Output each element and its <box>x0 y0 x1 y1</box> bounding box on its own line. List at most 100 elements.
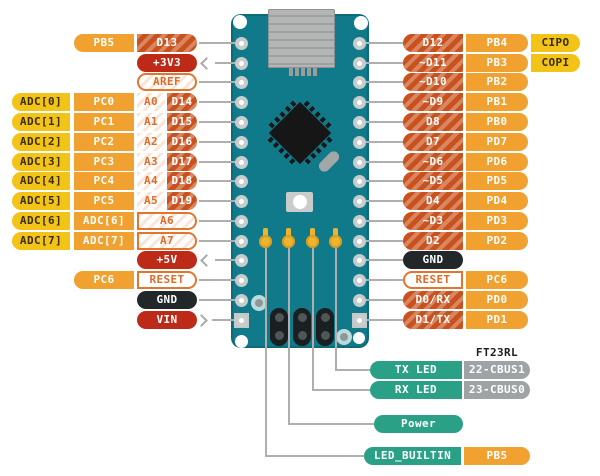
wire <box>199 240 241 242</box>
power-badge: +5V <box>137 251 197 269</box>
wire <box>265 242 267 456</box>
wire <box>199 81 241 83</box>
digital-pin-badge: D8 <box>403 113 463 131</box>
wire <box>265 455 364 457</box>
wire <box>199 279 241 281</box>
pin-row: VIN <box>0 311 600 329</box>
pin-pad <box>353 293 366 307</box>
wire <box>360 200 403 202</box>
analog-pin-badge: A6 <box>137 212 197 230</box>
pin-row: AREF <box>0 73 600 91</box>
gpio-port-badge: PC0 <box>74 93 134 111</box>
led-row: TX LED 22-CBUS1 <box>0 361 600 379</box>
wire <box>360 240 403 242</box>
led-badge: LED_BUILTIN <box>364 447 461 465</box>
pin-pad <box>235 115 248 129</box>
wire <box>360 101 403 103</box>
adc-channel-badge: ADC[5] <box>12 192 70 210</box>
pin-pad <box>353 214 366 228</box>
gpio-port-badge: PB5 <box>464 447 530 465</box>
gpio-port-badge: PC3 <box>74 153 134 171</box>
icsp-header <box>270 308 288 346</box>
led-row: RX LED 23-CBUS0 <box>0 381 600 399</box>
pin-pad <box>235 155 248 169</box>
wire <box>360 319 403 321</box>
pin-pad <box>353 155 366 169</box>
cbus-pin-badge: 22-CBUS1 <box>464 361 530 379</box>
led-pad <box>306 235 319 248</box>
wire <box>288 423 374 425</box>
digital-pin-badge: ~D10 <box>403 73 463 91</box>
wire <box>199 299 241 301</box>
digital-pin-badge: ~D3 <box>403 212 463 230</box>
wire <box>335 369 370 371</box>
led-pad <box>259 235 272 248</box>
analog-pin-badge: A0 <box>137 93 165 111</box>
analog-pin-badge: A2 <box>137 133 165 151</box>
pin-pad <box>235 293 248 307</box>
led-badge: TX LED <box>370 361 462 379</box>
pin-pad <box>353 253 366 267</box>
wire <box>199 161 241 163</box>
pin-pad <box>353 95 366 109</box>
power-badge: VIN <box>137 311 197 329</box>
digital-pin-badge: ~D9 <box>403 93 463 111</box>
pin-pad <box>353 115 366 129</box>
wire <box>215 259 241 261</box>
gpio-port-badge: PB2 <box>466 73 528 91</box>
gpio-port-badge: PB5 <box>74 34 134 52</box>
gpio-port-badge: PD0 <box>466 291 528 309</box>
power-badge: +3V3 <box>137 54 197 72</box>
pin-row: ~D5 PD5 <box>0 172 600 190</box>
pin-pad <box>353 36 366 50</box>
gpio-port-badge: PB1 <box>466 93 528 111</box>
adc-channel-badge: ADC[6] <box>12 212 70 230</box>
led-pad <box>333 228 338 238</box>
pin-pad <box>353 56 366 70</box>
pin-pad <box>235 36 248 50</box>
pin-row: ADC[4] PC4 A4 D18 <box>0 172 600 190</box>
wire <box>360 141 403 143</box>
gpio-port-badge: PC5 <box>74 192 134 210</box>
adc-channel-badge: ADC[3] <box>12 153 70 171</box>
spi-bus-badge: COPI <box>531 54 580 72</box>
gpio-port-badge: PD7 <box>466 133 528 151</box>
wire <box>312 242 314 390</box>
pin-row: ~D10 PB2 <box>0 73 600 91</box>
adc-channel-badge: ADC[0] <box>12 93 70 111</box>
gpio-port-badge: PC2 <box>74 133 134 151</box>
pin-row: ~D9 PB1 <box>0 93 600 111</box>
wire <box>335 242 337 370</box>
analog-pin-badge: A5 <box>137 192 165 210</box>
pin-pad <box>235 75 248 89</box>
gpio-port-badge: PB3 <box>466 54 528 72</box>
spi-bus-badge: CIPO <box>531 34 580 52</box>
led-pad <box>310 228 315 238</box>
pin-row: +3V3 <box>0 54 600 72</box>
analog-pin-badge: A4 <box>137 172 165 190</box>
pin-pad <box>235 214 248 228</box>
gpio-port-badge: PD5 <box>466 172 528 190</box>
led-row: LED_BUILTIN PB5 <box>0 447 600 465</box>
pin-row: GND <box>0 291 600 309</box>
usb-solder-pad <box>295 68 299 76</box>
arduino-board <box>231 14 369 348</box>
usb-solder-pad <box>313 68 317 76</box>
pin-row: ADC[3] PC3 A3 D17 <box>0 153 600 171</box>
pin-pad <box>353 75 366 89</box>
gpio-port-badge: PD2 <box>466 232 528 250</box>
gpio-port-badge: PC6 <box>74 271 134 289</box>
pin-pad <box>353 313 366 327</box>
digital-pin-badge: D19 <box>167 192 197 210</box>
digital-pin-badge: D0/RX <box>403 291 463 309</box>
digital-pin-badge: D4 <box>403 192 463 210</box>
gpio-port-badge: PB4 <box>466 34 528 52</box>
pin-row: ADC[6] ADC[6] A6 <box>0 212 600 230</box>
icsp-header <box>293 308 311 346</box>
usb-solder-pad <box>289 68 293 76</box>
wire <box>212 319 241 321</box>
adc-channel-badge: ADC[7] <box>12 232 70 250</box>
led-badge: Power <box>374 415 463 433</box>
wire <box>199 121 241 123</box>
